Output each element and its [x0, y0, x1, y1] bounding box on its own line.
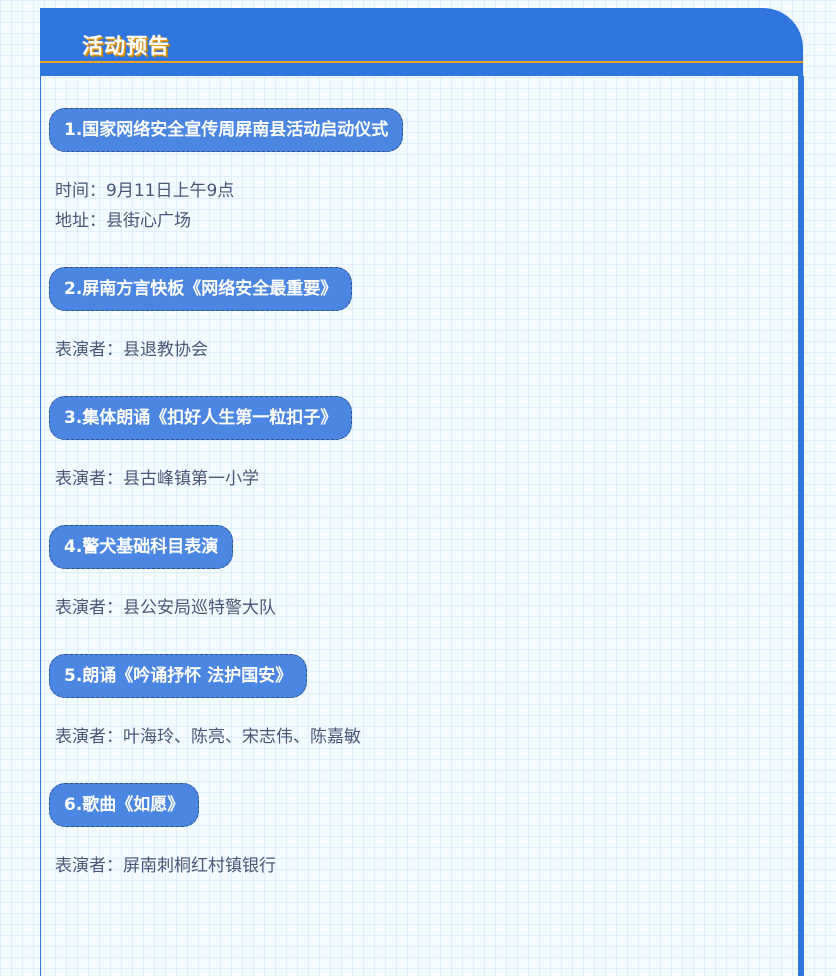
activity-performer: 表演者：县退教协会 [55, 340, 208, 360]
activity-performer: 表演者：县公安局巡特警大队 [55, 598, 276, 618]
activity-item: 5.朗诵《吟诵抒怀 法护国安》 表演者：叶海玲、陈亮、宋志伟、陈嘉敏 [49, 654, 403, 752]
card-body: 1.国家网络安全宣传周屏南县活动启动仪式 时间：9月11日上午9点 地址：县街心… [40, 76, 804, 976]
activity-title-badge: 3.集体朗诵《扣好人生第一粒扣子》 [49, 396, 353, 440]
activity-item: 3.集体朗诵《扣好人生第一粒扣子》 表演者：县古峰镇第一小学 [49, 396, 403, 494]
activity-title-badge: 4.警犬基础科目表演 [49, 525, 234, 569]
activity-item: 2.屏南方言快板《网络安全最重要》 表演者：县退教协会 [49, 267, 403, 365]
activity-performer: 表演者：屏南刺桐红村镇银行 [55, 856, 276, 876]
activity-performer: 表演者：县古峰镇第一小学 [55, 469, 259, 489]
activity-location: 地址：县街心广场 [55, 211, 191, 231]
activity-item: 4.警犬基础科目表演 表演者：县公安局巡特警大队 [49, 525, 403, 623]
activity-performer: 表演者：叶海玲、陈亮、宋志伟、陈嘉敏 [55, 727, 361, 747]
activity-time: 时间：9月11日上午9点 [55, 181, 235, 201]
activity-item: 6.歌曲《如愿》 表演者：屏南刺桐红村镇银行 [49, 783, 403, 881]
activity-preview-card: 活动预告 1.国家网络安全宣传周屏南县活动启动仪式 时间：9月11日上午9点 地… [40, 8, 804, 976]
card-header: 活动预告 [40, 8, 803, 76]
activity-item: 1.国家网络安全宣传周屏南县活动启动仪式 时间：9月11日上午9点 地址：县街心… [49, 108, 404, 236]
activity-title-badge: 5.朗诵《吟诵抒怀 法护国安》 [49, 654, 308, 698]
card-title: 活动预告 [82, 34, 170, 58]
header-divider [40, 61, 803, 63]
activity-title-badge: 2.屏南方言快板《网络安全最重要》 [49, 267, 353, 311]
activity-title-badge: 6.歌曲《如愿》 [49, 783, 200, 827]
activity-title-badge: 1.国家网络安全宣传周屏南县活动启动仪式 [49, 108, 404, 152]
activity-list: 1.国家网络安全宣传周屏南县活动启动仪式 时间：9月11日上午9点 地址：县街心… [49, 108, 404, 912]
